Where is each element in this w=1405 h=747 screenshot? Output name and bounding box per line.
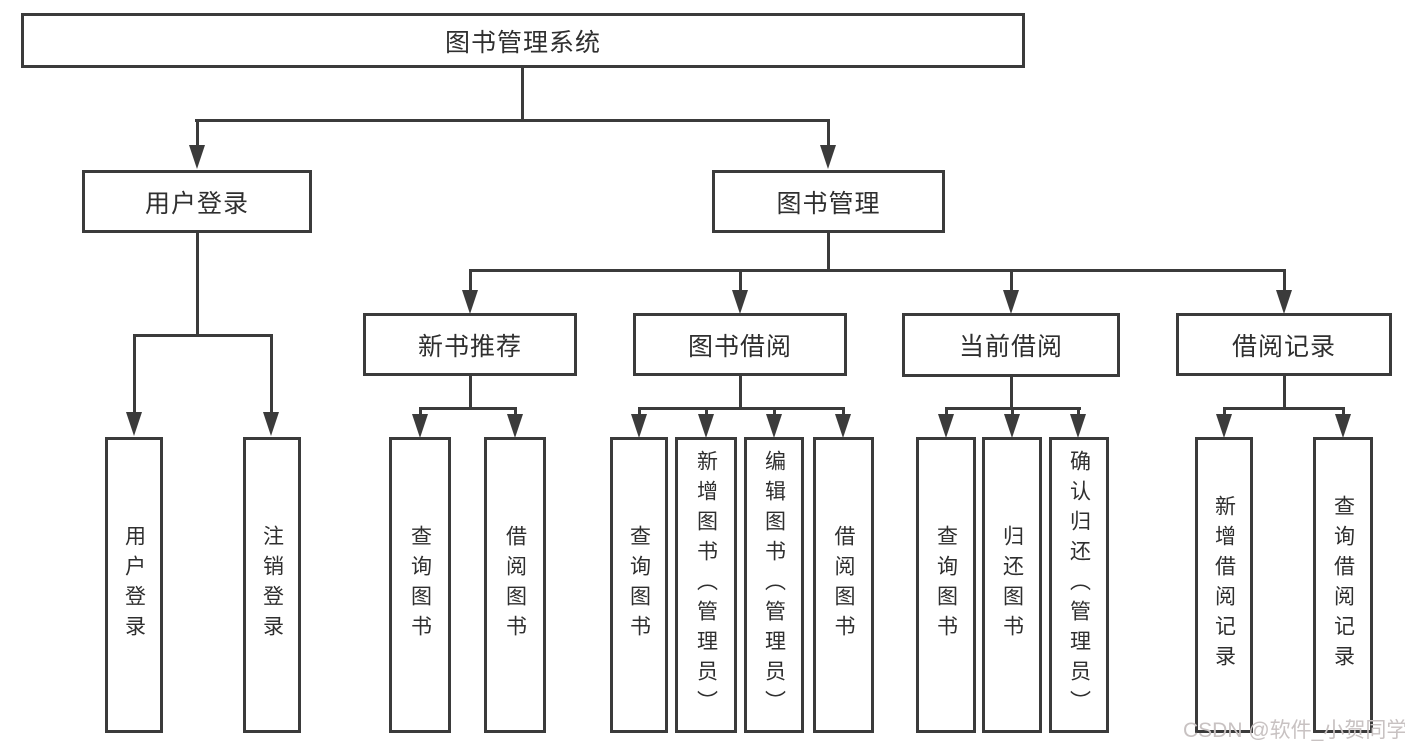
arrowhead-borrow-records [1276,290,1292,314]
arrowhead-records-l2 [1335,414,1351,438]
leaf-add-book-admin: 新增图书（管理员） [675,437,737,733]
connector-borrow-stem [739,376,742,409]
leaf-user-login-label: 用户登录 [122,525,146,645]
leaf-query-books-current: 查询图书 [916,437,976,733]
arrowhead-borrow-l2 [698,414,714,438]
leaf-return-book-label: 归还图书 [1000,525,1024,645]
node-book-borrow: 图书借阅 [633,313,847,376]
leaf-query-borrow-record: 查询借阅记录 [1313,437,1373,733]
arrowhead-current-l2 [1004,414,1020,438]
connector-borrow-l4 [842,407,845,416]
node-root: 图书管理系统 [21,13,1025,68]
connector-current-l3 [1077,407,1080,416]
leaf-confirm-return-admin-label: 确认归还（管理员） [1067,450,1091,720]
leaf-borrow-books-recommend-label: 借阅图书 [503,525,527,645]
connector-root-bar [195,119,830,122]
leaf-logout-label: 注销登录 [260,525,284,645]
arrowhead-leaf-user-login [126,412,142,436]
arrowhead-user-login [189,145,205,169]
node-book-borrow-label: 图书借阅 [687,332,792,361]
connector-borrow-bar [638,407,845,410]
leaf-return-book: 归还图书 [982,437,1042,733]
connector-records-bar [1223,407,1345,410]
connector-records-l2 [1342,407,1345,416]
node-new-book-recommend: 新书推荐 [363,313,577,376]
arrowhead-leaf-logout [263,412,279,436]
node-user-login-label: 用户登录 [144,189,249,218]
connector-root-stem [521,68,524,121]
connector-to-new-book-recommend [469,269,472,293]
node-root-label: 图书管理系统 [444,28,601,57]
arrowhead-book-borrow [732,290,748,314]
node-user-login: 用户登录 [82,170,312,233]
connector-to-borrow-records [1283,269,1286,293]
connector-borrow-l3 [773,407,776,416]
leaf-add-borrow-record-label: 新增借阅记录 [1212,495,1236,675]
connector-current-stem [1010,376,1013,409]
node-borrow-records: 借阅记录 [1176,313,1392,376]
arrowhead-recommend-l1 [412,414,428,438]
node-current-borrow-label: 当前借阅 [958,333,1063,361]
connector-borrow-l1 [638,407,641,416]
leaf-query-books-borrow: 查询图书 [610,437,668,733]
arrowhead-borrow-l4 [835,414,851,438]
connector-recommend-l1 [419,407,422,416]
connector-user-login-stem [196,233,199,336]
leaf-add-book-admin-label: 新增图书（管理员） [694,450,718,720]
connector-to-leaf-user-login [133,334,136,414]
node-current-borrow: 当前借阅 [902,313,1120,377]
leaf-borrow-books-recommend: 借阅图书 [484,437,546,733]
leaf-edit-book-admin-label: 编辑图书（管理员） [762,450,786,720]
leaf-borrow-books-label: 借阅图书 [832,525,855,645]
connector-borrow-l2 [705,407,708,416]
node-borrow-records-label: 借阅记录 [1231,332,1336,361]
arrowhead-records-l1 [1216,414,1232,438]
csdn-watermark: CSDN @软件_小贺同学 [1183,719,1405,742]
connector-records-stem [1283,376,1286,409]
arrowhead-borrow-l1 [631,414,647,438]
leaf-confirm-return-admin: 确认归还（管理员） [1049,437,1109,733]
connector-current-l1 [945,407,948,416]
node-new-book-recommend-label: 新书推荐 [417,332,522,361]
leaf-query-books-current-label: 查询图书 [934,525,958,645]
connector-recommend-l2 [514,407,517,416]
leaf-query-books-recommend-label: 查询图书 [408,525,432,645]
connector-user-login-bar [133,334,273,337]
arrowhead-recommend-l2 [507,414,523,438]
leaf-add-borrow-record: 新增借阅记录 [1195,437,1253,733]
leaf-query-books-borrow-label: 查询图书 [627,525,651,645]
connector-to-leaf-logout [270,334,273,414]
connector-book-mgmt-stem [827,233,830,271]
leaf-query-borrow-record-label: 查询借阅记录 [1331,495,1355,675]
connector-to-current-borrow [1010,269,1013,293]
arrowhead-current-borrow [1003,290,1019,314]
leaf-edit-book-admin: 编辑图书（管理员） [744,437,804,733]
node-book-mgmt-label: 图书管理 [776,189,881,218]
leaf-borrow-books: 借阅图书 [813,437,874,733]
leaf-query-books-recommend: 查询图书 [389,437,451,733]
leaf-logout: 注销登录 [243,437,301,733]
arrowhead-new-book-recommend [462,290,478,314]
connector-recommend-stem [469,376,472,409]
connector-to-book-mgmt [827,119,830,146]
connector-current-l2 [1011,407,1014,416]
arrowhead-book-mgmt [820,145,836,169]
arrowhead-current-l1 [938,414,954,438]
connector-recommend-bar [419,407,517,410]
node-book-mgmt: 图书管理 [712,170,945,233]
connector-to-book-borrow [739,269,742,293]
leaf-user-login: 用户登录 [105,437,163,733]
arrowhead-borrow-l3 [766,414,782,438]
connector-book-mgmt-bar [469,269,1285,272]
arrowhead-current-l3 [1070,414,1086,438]
connector-records-l1 [1223,407,1226,416]
connector-to-user-login [196,119,199,146]
